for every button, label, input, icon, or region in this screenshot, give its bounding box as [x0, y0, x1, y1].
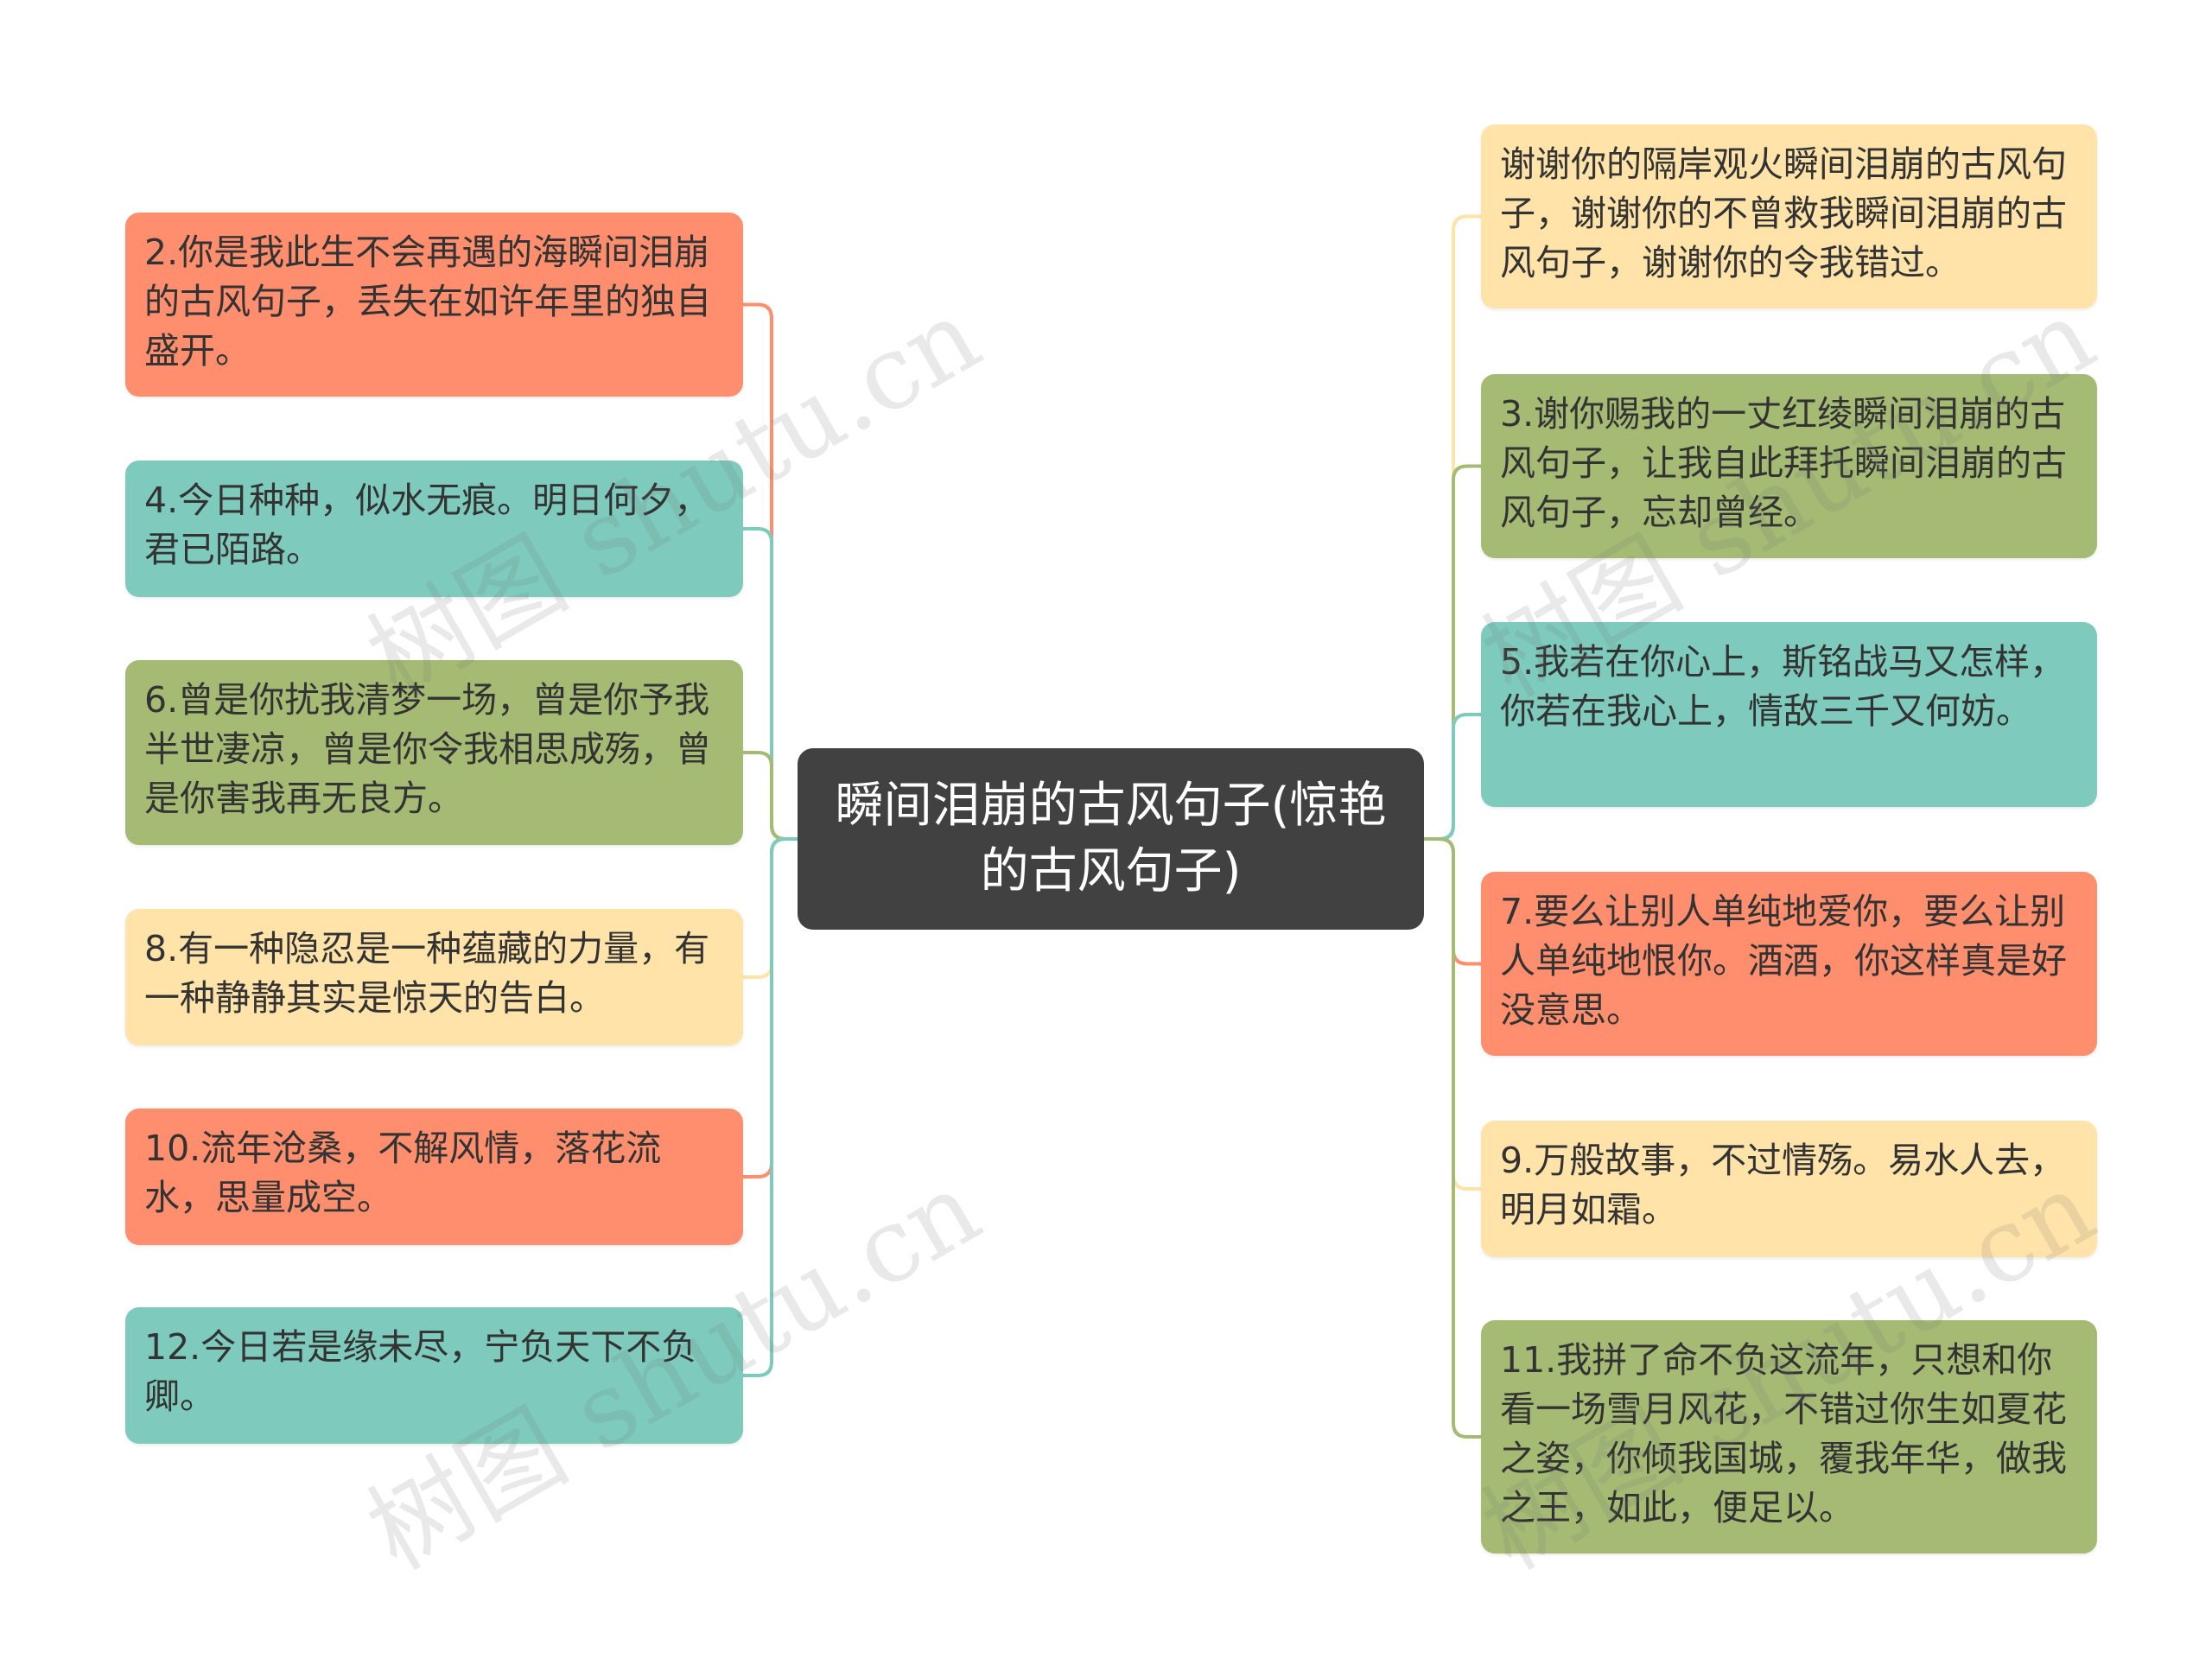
left-node-4-text: 4.今日种种，似水无痕。明日何夕，君已陌路。 [144, 480, 710, 570]
right-node-11[interactable]: 11.我拼了命不负这流年，只想和你看一场雪月风花，不错过你生如夏花之姿，你倾我国… [1481, 1320, 2097, 1553]
right-connector [1424, 837, 1481, 1439]
left-node-2-text: 2.你是我此生不会再遇的海瞬间泪崩的古风句子，丢失在如许年里的独自盛开。 [144, 232, 711, 372]
right-node-11-text: 11.我拼了命不负这流年，只想和你看一场雪月风花，不错过你生如夏花之姿，你倾我国… [1500, 1339, 2067, 1528]
left-node-8[interactable]: 8.有一种隐忍是一种蕴藏的力量，有一种静静其实是惊天的告白。 [125, 909, 743, 1045]
left-connector [743, 837, 798, 1377]
center-topic-text: 瞬间泪崩的古风句子(惊艳的古风句子) [835, 778, 1387, 899]
left-node-6-text: 6.曾是你扰我清梦一场，曾是你予我半世凄凉，曾是你令我相思成殇，曾是你害我再无良… [144, 679, 711, 819]
right-node-9-text: 9.万般故事，不过情殇。易水人去，明月如霜。 [1500, 1140, 2066, 1230]
left-node-4[interactable]: 4.今日种种，似水无痕。明日何夕，君已陌路。 [125, 461, 743, 597]
right-node-7[interactable]: 7.要么让别人单纯地爱你，要么让别人单纯地恨你。酒酒，你这样真是好没意思。 [1481, 872, 2097, 1056]
left-node-12-text: 12.今日若是缘未尽，宁负天下不负卿。 [144, 1326, 697, 1417]
right-node-5[interactable]: 5.我若在你心上，斯铭战马又怎样，你若在我心上，情敌三千又何妨。 [1481, 622, 2097, 807]
left-node-10[interactable]: 10.流年沧桑，不解风情，落花流水，思量成空。 [125, 1109, 743, 1245]
left-node-12[interactable]: 12.今日若是缘未尽，宁负天下不负卿。 [125, 1307, 743, 1444]
center-topic-node[interactable]: 瞬间泪崩的古风句子(惊艳的古风句子) [798, 748, 1424, 930]
left-connector [743, 751, 798, 841]
right-connector [1424, 713, 1481, 841]
right-node-3[interactable]: 3.谢你赐我的一丈红绫瞬间泪崩的古风句子，让我自此拜托瞬间泪崩的古风句子，忘却曾… [1481, 374, 2097, 558]
left-node-2[interactable]: 2.你是我此生不会再遇的海瞬间泪崩的古风句子，丢失在如许年里的独自盛开。 [125, 213, 743, 397]
left-node-6[interactable]: 6.曾是你扰我清梦一场，曾是你予我半世凄凉，曾是你令我相思成殇，曾是你害我再无良… [125, 660, 743, 845]
right-node-1-text: 谢谢你的隔岸观火瞬间泪崩的古风句子，谢谢你的不曾救我瞬间泪崩的古风句子，谢谢你的… [1500, 143, 2067, 283]
left-node-8-text: 8.有一种隐忍是一种蕴藏的力量，有一种静静其实是惊天的告白。 [144, 928, 710, 1019]
right-node-7-text: 7.要么让别人单纯地爱你，要么让别人单纯地恨你。酒酒，你这样真是好没意思。 [1500, 891, 2067, 1031]
right-node-5-text: 5.我若在你心上，斯铭战马又怎样，你若在我心上，情敌三千又何妨。 [1500, 641, 2066, 732]
right-node-1[interactable]: 谢谢你的隔岸观火瞬间泪崩的古风句子，谢谢你的不曾救我瞬间泪崩的古风句子，谢谢你的… [1481, 124, 2097, 308]
right-node-3-text: 3.谢你赐我的一丈红绫瞬间泪崩的古风句子，让我自此拜托瞬间泪崩的古风句子，忘却曾… [1500, 393, 2067, 533]
left-node-10-text: 10.流年沧桑，不解风情，落花流水，思量成空。 [144, 1128, 662, 1218]
right-node-9[interactable]: 9.万般故事，不过情殇。易水人去，明月如霜。 [1481, 1121, 2097, 1257]
